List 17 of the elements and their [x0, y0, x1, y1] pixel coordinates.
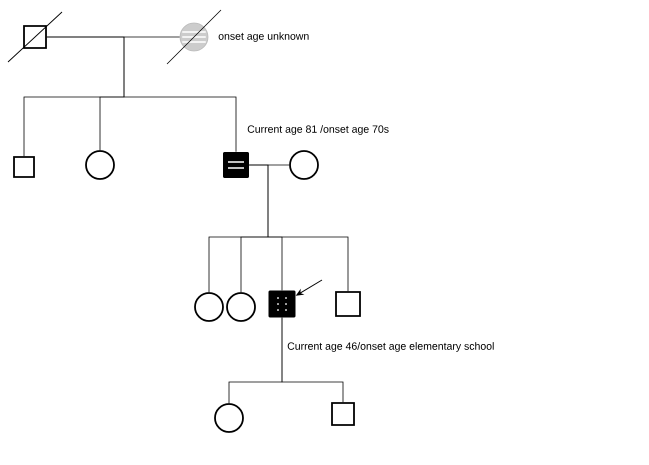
male-symbol — [335, 291, 361, 317]
deceased-male — [8, 12, 62, 62]
female-symbol — [226, 292, 256, 322]
proband-male — [268, 290, 296, 318]
female-symbol — [194, 292, 224, 322]
female-symbol — [289, 150, 319, 180]
annotation-text: onset age unknown — [218, 32, 309, 42]
affected-male — [223, 152, 249, 178]
annotation-text: Current age 81 /onset age 70s — [248, 125, 389, 135]
pedigree-line — [46, 36, 236, 152]
pedigree-line — [248, 164, 348, 292]
female-symbol — [85, 150, 115, 180]
annotation-text: Current age 46/onset age elementary school — [288, 342, 494, 352]
female-symbol — [214, 403, 244, 433]
male-symbol — [13, 156, 35, 178]
male-symbol — [331, 402, 355, 426]
pedigree-line — [282, 317, 344, 402]
